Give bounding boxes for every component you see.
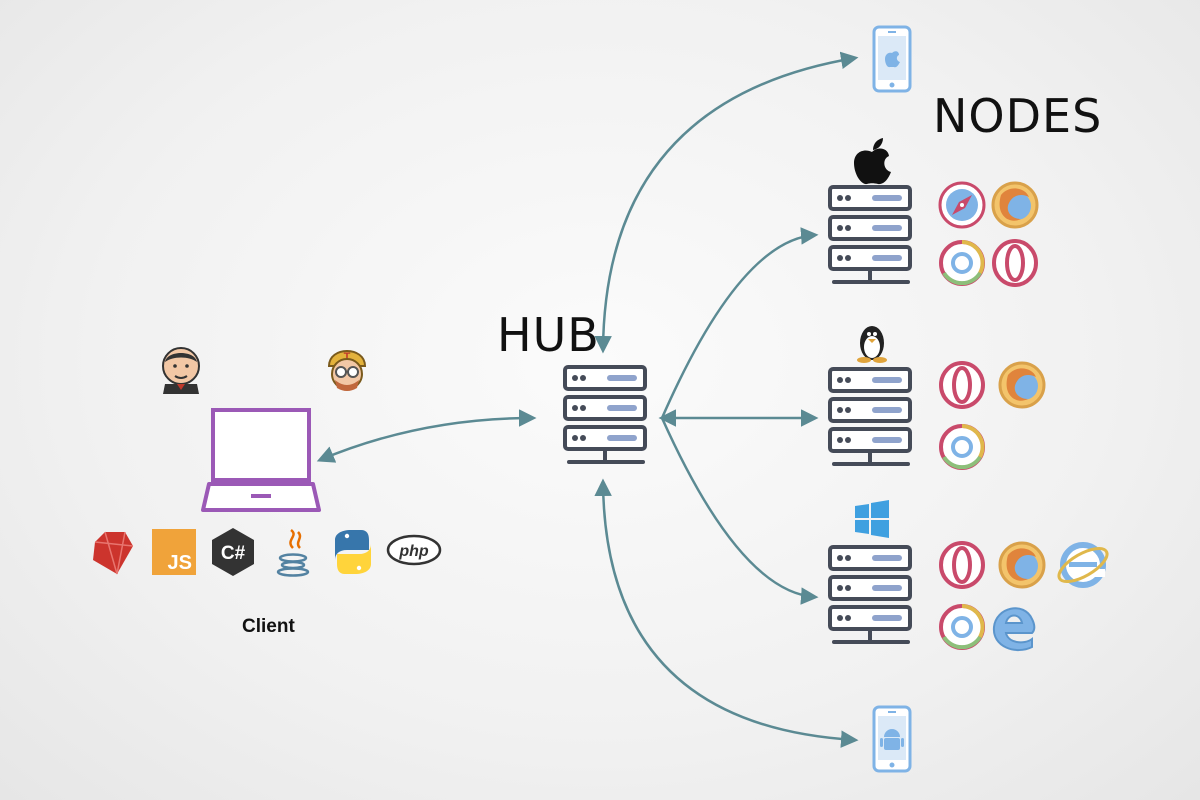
testing-tool-icon: T (327, 350, 367, 391)
linux-node-server-icon (828, 367, 912, 466)
csharp-icon: C# (212, 528, 254, 576)
hub-label: HUB (497, 308, 600, 362)
connectors (316, 51, 859, 748)
mac-node-server-icon (828, 185, 912, 284)
svg-text:php: php (398, 543, 429, 560)
jenkins-icon (162, 347, 200, 394)
firefox-icon (998, 541, 1046, 589)
javascript-icon: JS (152, 529, 196, 575)
ie-icon (1054, 542, 1112, 588)
opera-icon (939, 541, 985, 589)
php-icon: php (386, 534, 442, 566)
arrow-hub-ios-device (594, 51, 859, 354)
firefox-icon (998, 361, 1046, 409)
windows-icon (855, 500, 889, 538)
chrome-icon (939, 604, 985, 650)
arrow-hub-windows-node (660, 417, 819, 605)
arrow-hub-client (316, 409, 537, 463)
svg-text:JS: JS (168, 552, 192, 574)
safari-icon (938, 181, 986, 229)
arrow-hub-mac-node (660, 227, 819, 419)
android-device-icon (872, 705, 912, 773)
linux-icon (857, 326, 887, 363)
chrome-icon (939, 424, 985, 470)
client-label: Client (242, 616, 295, 637)
ios-device-icon (872, 25, 912, 93)
arrow-hub-android-device (594, 478, 859, 748)
client-laptop-icon (201, 408, 321, 512)
hub-server-icon (563, 365, 647, 464)
opera-icon (939, 361, 985, 409)
opera-icon (992, 239, 1038, 287)
apple-icon (854, 138, 891, 185)
python-icon (335, 530, 371, 574)
chrome-icon (939, 240, 985, 286)
svg-text:T: T (344, 351, 351, 363)
java-icon (276, 529, 310, 577)
ruby-icon (93, 531, 134, 575)
edge-icon (992, 607, 1036, 652)
svg-text:C#: C# (221, 543, 246, 564)
firefox-icon (991, 181, 1039, 229)
windows-node-server-icon (828, 545, 912, 644)
nodes-label: NODES (933, 89, 1103, 143)
